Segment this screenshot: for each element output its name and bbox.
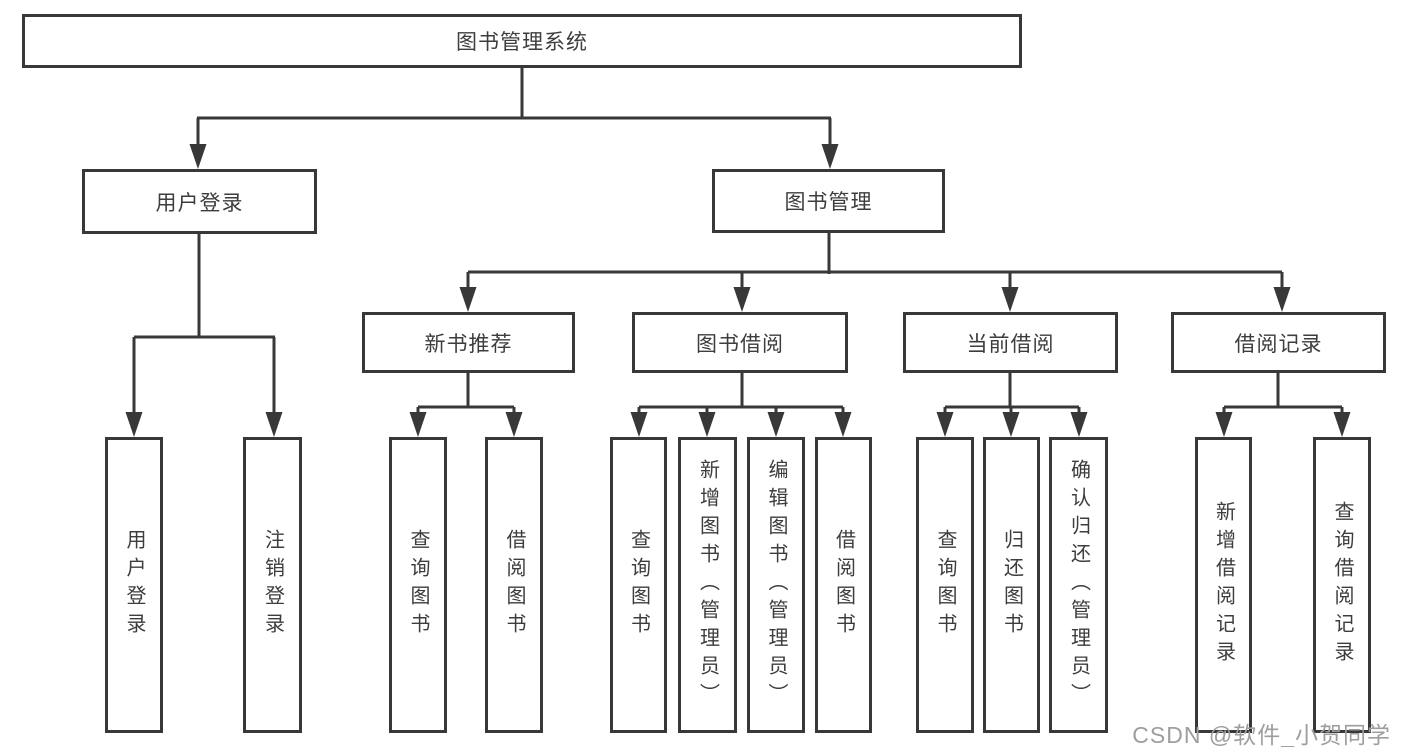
node-current-borrow-label: 当前借阅 [966,332,1055,356]
node-borrow-record: 借阅记录 [1171,312,1386,373]
leaf-current-confirm-return-admin-label: 确认归还（管理员） [1067,459,1090,711]
node-current-borrow: 当前借阅 [903,312,1118,373]
node-new-book-recommend-label: 新书推荐 [424,332,513,356]
leaf-user-login: 用户登录 [105,437,163,733]
leaf-borrow-add-books-admin: 新增图书（管理员） [678,437,737,733]
leaf-current-confirm-return-admin: 确认归还（管理员） [1049,437,1108,733]
leaf-current-query-books: 查询图书 [916,437,974,733]
leaf-borrow-edit-books-admin-label: 编辑图书（管理员） [765,459,787,711]
node-root-label: 图书管理系统 [456,31,588,54]
node-book-management-label: 图书管理 [784,191,873,214]
leaf-record-query-borrow-record: 查询借阅记录 [1313,437,1371,733]
leaf-newrec-borrow-books: 借阅图书 [485,437,543,733]
leaf-borrow-edit-books-admin: 编辑图书（管理员） [747,437,805,733]
node-book-management: 图书管理 [712,169,945,233]
leaf-current-return-books-label: 归还图书 [1000,529,1023,641]
leaf-record-query-borrow-record-label: 查询借阅记录 [1331,501,1353,669]
leaf-borrow-query-books: 查询图书 [610,437,667,733]
leaf-newrec-query-books: 查询图书 [389,437,447,733]
node-user-login-label: 用户登录 [155,191,244,215]
leaf-user-login-label: 用户登录 [123,529,145,641]
leaf-logout: 注销登录 [243,437,302,733]
node-book-borrow-label: 图书借阅 [696,332,784,356]
leaf-current-return-books: 归还图书 [983,437,1040,733]
leaf-record-add-borrow-record-label: 新增借阅记录 [1212,501,1235,669]
node-new-book-recommend: 新书推荐 [362,312,575,373]
watermark: CSDN @软件_小贺同学 [1132,722,1391,747]
leaf-borrow-query-books-label: 查询图书 [627,529,650,641]
leaf-record-add-borrow-record: 新增借阅记录 [1195,437,1252,733]
leaf-borrow-add-books-admin-label: 新增图书（管理员） [696,459,719,711]
leaf-current-query-books-label: 查询图书 [934,529,956,641]
node-book-borrow: 图书借阅 [632,312,848,373]
leaf-newrec-query-books-label: 查询图书 [407,529,429,641]
node-borrow-record-label: 借阅记录 [1234,332,1323,356]
leaf-newrec-borrow-books-label: 借阅图书 [503,529,525,641]
leaf-logout-label: 注销登录 [261,529,284,641]
node-user-login: 用户登录 [82,169,317,234]
leaf-borrow-borrow-books: 借阅图书 [815,437,872,733]
leaf-borrow-borrow-books-label: 借阅图书 [832,529,855,641]
node-root: 图书管理系统 [22,14,1022,68]
